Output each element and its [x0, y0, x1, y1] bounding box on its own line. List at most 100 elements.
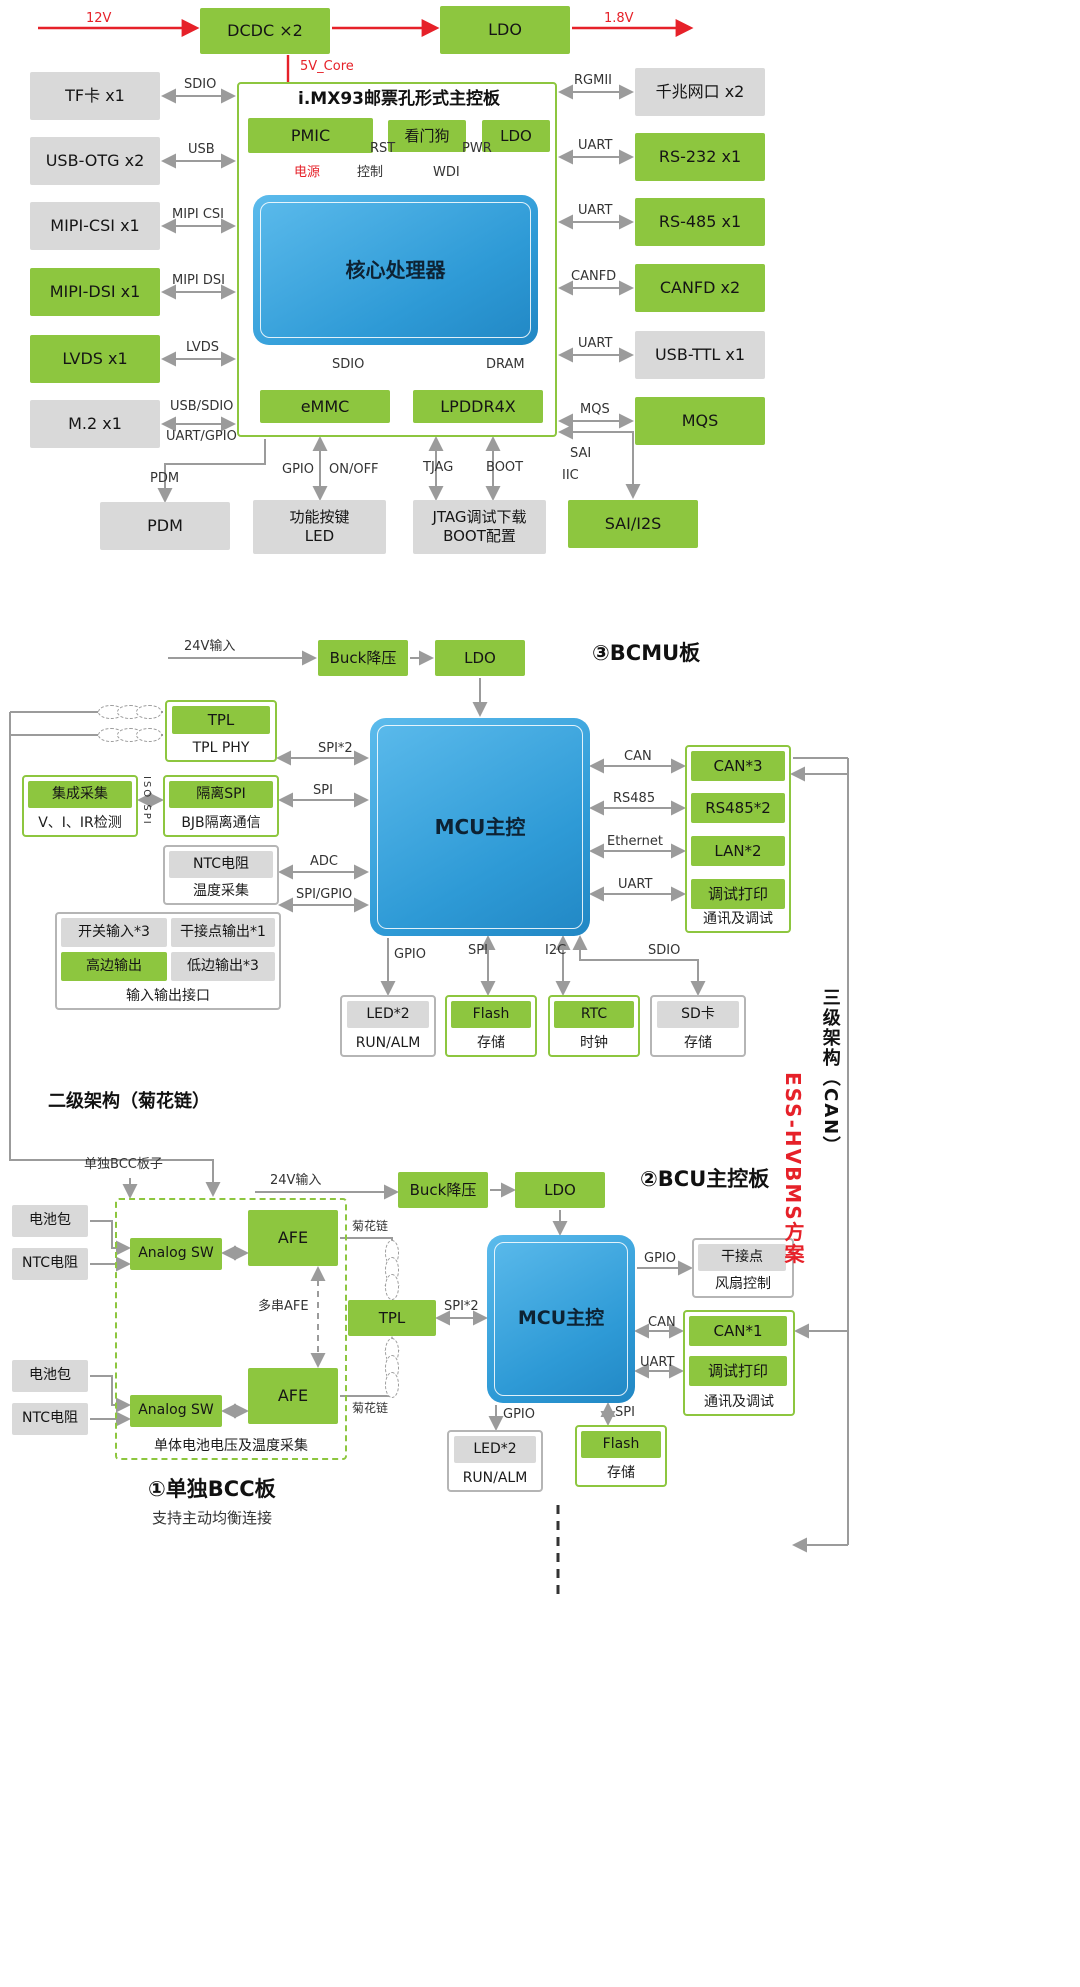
iso-spi-box: 隔离SPI	[169, 781, 273, 808]
switch-input-box-label: 开关输入*3	[78, 923, 150, 940]
func-key-led-box-label: 功能按键	[289, 508, 350, 527]
ntc-container-caption: 温度采集	[193, 882, 249, 899]
rtc-container-caption: 时钟	[580, 1034, 608, 1051]
label-spi-flash-bcu: SPI	[615, 1405, 635, 1420]
debug-print-bcmu-box: 调试打印	[691, 879, 785, 909]
title-bcmu: ③BCMU板	[592, 641, 701, 665]
dcdc-box-label: DCDC ×2	[227, 21, 303, 40]
mcu-bcu-box: MCU主控	[487, 1235, 635, 1403]
dcdc-box: DCDC ×2	[200, 8, 330, 54]
canfd-box: CANFD x2	[635, 264, 765, 312]
label-gpio-key: GPIO	[282, 462, 314, 477]
daisy-coil-h1	[98, 705, 162, 719]
high-side-out-box-label: 高边输出	[86, 957, 142, 974]
ldo-bcmu-box-label: LDO	[464, 648, 496, 667]
comm-debug-container-bcu-caption: 通讯及调试	[704, 1393, 774, 1410]
sd-container-caption: 存储	[684, 1034, 712, 1051]
analog-sw-2-box: Analog SW	[130, 1395, 222, 1427]
tf-card-box-label: TF卡 x1	[65, 86, 125, 105]
emmc-box-label: eMMC	[300, 396, 350, 416]
iso-spi-container-caption: BJB隔离通信	[181, 814, 261, 831]
led-container-bcmu-caption: RUN/ALM	[355, 1034, 421, 1051]
mipi-dsi-box: MIPI-DSI x1	[30, 268, 160, 316]
label-gpio-led-bcu: GPIO	[503, 1407, 535, 1422]
sai-i2s-box-label: SAI/I2S	[604, 514, 662, 533]
can3-box-label: CAN*3	[713, 756, 763, 775]
dry-contact-container-caption: 风扇控制	[715, 1275, 771, 1292]
daisy-coil-h2	[98, 728, 162, 742]
tpl-bcu-box: TPL	[348, 1300, 436, 1336]
low-side-out-box-label: 低边输出*3	[187, 957, 259, 974]
tpl-bcmu-box: TPL	[172, 706, 270, 734]
label-12v: 12V	[86, 11, 112, 26]
ldo-inner-box-label: LDO	[500, 126, 532, 145]
label-24v-bcmu: 24V输入	[184, 639, 236, 654]
ldo-bcu-box: LDO	[515, 1172, 605, 1208]
func-key-led-box-label: LED	[304, 527, 335, 545]
buck-bcu-box-label: Buck降压	[409, 1180, 477, 1199]
ntc-box-label: NTC电阻	[193, 855, 249, 872]
sd-box-label: SD卡	[681, 1005, 715, 1022]
label-sdio-sd: SDIO	[648, 943, 681, 958]
usb-ttl-box: USB-TTL x1	[635, 331, 765, 379]
daisy-coil-loop-icon	[136, 728, 162, 742]
label-daisy-1: 菊花链	[352, 1219, 389, 1233]
battery-pack-1-box: 电池包	[12, 1205, 88, 1237]
rs485-box: RS-485 x1	[635, 198, 765, 246]
gige-box: 千兆网口 x2	[635, 68, 765, 116]
mqs-box-label: MQS	[681, 411, 719, 430]
label-gpio-dry: GPIO	[644, 1251, 676, 1266]
ntc-res-2-box-label: NTC电阻	[22, 1410, 78, 1427]
ntc-res-1-box: NTC电阻	[12, 1248, 88, 1280]
dry-contact-out-box-label: 干接点输出*1	[180, 923, 266, 940]
ntc-res-2-box: NTC电阻	[12, 1403, 88, 1435]
subtitle-bcc: 支持主动均衡连接	[152, 1509, 273, 1527]
can3-box: CAN*3	[691, 751, 785, 781]
battery-pack-2-box: 电池包	[12, 1360, 88, 1392]
label-usb-sdio: USB/SDIO	[170, 399, 234, 414]
label-spi2-bcu: SPI*2	[444, 1299, 479, 1314]
jtag-boot-box-label: BOOT配置	[443, 527, 516, 545]
rs485-box-label: RS-485 x1	[658, 212, 742, 231]
afe-1-box: AFE	[248, 1210, 338, 1266]
label-mipi-dsi: MIPI DSI	[172, 273, 225, 288]
daisy-coil-loop-icon	[385, 1372, 399, 1398]
wire-left-bus	[9, 712, 221, 1197]
mcu-bcmu-box: MCU主控	[370, 718, 590, 936]
dry-contact-box: 干接点	[698, 1244, 786, 1271]
label-rs485-bcmu: RS485	[613, 791, 656, 806]
sd-box: SD卡	[657, 1001, 739, 1028]
gige-box-label: 千兆网口 x2	[655, 82, 745, 101]
analog-sw-1-box-label: Analog SW	[138, 1245, 214, 1262]
label-wdi: WDI	[433, 165, 460, 180]
label-uart-gpio: UART/GPIO	[166, 429, 237, 444]
label-eth-bcmu: Ethernet	[607, 834, 663, 849]
lvds-box: LVDS x1	[30, 335, 160, 383]
ldo-inner-box: LDO	[482, 120, 550, 152]
label-can-bcu: CAN	[648, 1315, 676, 1330]
buck-bcu-box: Buck降压	[398, 1172, 488, 1208]
debug-print-bcu-box: 调试打印	[689, 1356, 787, 1386]
ldo-top-box: LDO	[440, 6, 570, 54]
rs485x2-box-label: RS485*2	[705, 798, 771, 817]
comm-debug-container-bcmu-caption: 通讯及调试	[703, 910, 773, 927]
iso-spi-box-label: 隔离SPI	[196, 785, 246, 802]
label-control-cn: 控制	[357, 165, 384, 180]
switch-input-box: 开关输入*3	[61, 918, 167, 947]
rtc-box-label: RTC	[580, 1005, 608, 1022]
buck-bcmu-box-label: Buck降压	[329, 648, 397, 667]
flash-bcmu-box: Flash	[451, 1001, 531, 1028]
mcu-bcmu-box-label: MCU主控	[434, 814, 526, 839]
label-iic: IIC	[562, 468, 579, 483]
wire-sdio-sd	[572, 935, 706, 996]
label-gpio-led-bcmu: GPIO	[394, 947, 426, 962]
label-onoff: ON/OFF	[329, 462, 379, 477]
sai-i2s-box: SAI/I2S	[568, 500, 698, 548]
rs485x2-box: RS485*2	[691, 793, 785, 823]
flash-bcu-box: Flash	[581, 1431, 661, 1458]
dry-contact-box-label: 干接点	[721, 1248, 763, 1265]
label-mqs: MQS	[580, 402, 610, 417]
label-1v8: 1.8V	[604, 11, 634, 26]
